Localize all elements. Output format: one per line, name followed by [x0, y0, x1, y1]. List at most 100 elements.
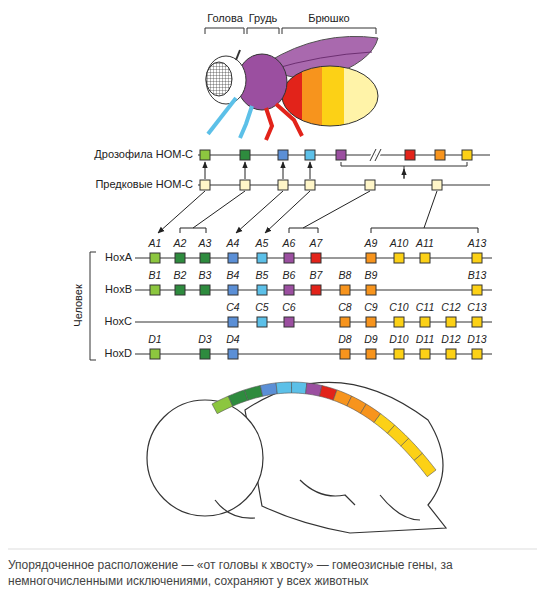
- fly-drawing: [206, 36, 384, 140]
- band-segment: [306, 383, 322, 396]
- group-bracket: [90, 252, 96, 360]
- separator: [8, 549, 537, 550]
- gene-square: [340, 285, 350, 295]
- gene-name: C4: [218, 301, 248, 314]
- gene-square: [278, 150, 288, 160]
- gene-name: C13: [462, 301, 492, 314]
- row-label: HoxA: [98, 251, 132, 264]
- gene-name: A3: [190, 237, 220, 250]
- gene-square: [200, 253, 210, 263]
- gene-square: [366, 349, 376, 359]
- gene-name: B13: [462, 269, 492, 282]
- gene-square: [435, 150, 445, 160]
- gene-square: [150, 285, 160, 295]
- cluster-line: [135, 354, 492, 355]
- gene-name: D10: [384, 333, 414, 346]
- gene-square: [340, 317, 350, 327]
- gene-square: [200, 349, 210, 359]
- band-segment: [414, 453, 436, 476]
- gene-name: D11: [410, 333, 440, 346]
- band-segment: [260, 383, 277, 396]
- band-segment: [244, 386, 262, 401]
- region-bracket: [205, 28, 376, 34]
- gene-square: [420, 253, 430, 263]
- gene-square: [432, 180, 442, 190]
- gene-square: [366, 253, 376, 263]
- gene-square: [278, 180, 288, 190]
- gene-name: C5: [247, 301, 277, 314]
- gene-square: [311, 253, 321, 263]
- gene-square: [228, 253, 238, 263]
- gene-square: [365, 180, 375, 190]
- gene-square: [446, 349, 456, 359]
- gene-name: A13: [462, 237, 492, 250]
- gene-name: B2: [165, 269, 195, 282]
- hox-expression-band: [212, 382, 436, 477]
- gene-name: B1: [140, 269, 170, 282]
- gene-square: [240, 180, 250, 190]
- gene-name: D3: [190, 333, 220, 346]
- gene-square: [257, 285, 267, 295]
- gene-square: [305, 150, 315, 160]
- gene-square: [284, 317, 294, 327]
- gene-name: D13: [462, 333, 492, 346]
- gene-square: [394, 349, 404, 359]
- gene-name: A9: [356, 237, 386, 250]
- group-label: Человек: [72, 271, 85, 341]
- gene-square: [446, 317, 456, 327]
- gene-square: [200, 180, 210, 190]
- region-label: Голова: [195, 12, 255, 25]
- gene-square: [472, 285, 482, 295]
- gene-name: A4: [218, 237, 248, 250]
- gene-square: [336, 150, 346, 160]
- gene-name: D1: [140, 333, 170, 346]
- gene-squares: [200, 150, 472, 160]
- gene-name: C8: [330, 301, 360, 314]
- band-segment: [276, 382, 292, 394]
- gene-name: B3: [190, 269, 220, 282]
- gene-square: [420, 349, 430, 359]
- gene-square: [150, 349, 160, 359]
- gene-name: B5: [247, 269, 277, 282]
- gene-square: [240, 150, 250, 160]
- gene-name: C11: [410, 301, 440, 314]
- gene-square: [472, 317, 482, 327]
- row-label: Предковые HOM-C: [60, 178, 193, 191]
- gene-square: [175, 285, 185, 295]
- row-label: HoxD: [98, 347, 132, 360]
- hox-clusters: [135, 253, 492, 359]
- row-label: HoxB: [98, 283, 132, 296]
- gene-square: [405, 150, 415, 160]
- gene-name: D4: [218, 333, 248, 346]
- gene-square: [284, 253, 294, 263]
- gene-square: [150, 253, 160, 263]
- gene-name: A5: [247, 237, 277, 250]
- region-label: Грудь: [233, 12, 293, 25]
- gene-name: B4: [218, 269, 248, 282]
- gene-square: [472, 253, 482, 263]
- gene-name: D12: [436, 333, 466, 346]
- gene-name: C6: [274, 301, 304, 314]
- gene-square: [284, 285, 294, 295]
- gene-name: A6: [274, 237, 304, 250]
- ancestral-squares: [200, 180, 442, 190]
- gene-name: C9: [356, 301, 386, 314]
- embryo-drawing: [147, 382, 446, 533]
- gene-name: B9: [356, 269, 386, 282]
- gene-square: [228, 349, 238, 359]
- cluster-line: [135, 322, 492, 323]
- row-label: HoxC: [98, 315, 132, 328]
- row-label: Дрозофила HOM-C: [60, 148, 193, 161]
- gene-name: A1: [140, 237, 170, 250]
- gene-square: [200, 285, 210, 295]
- gene-square: [366, 285, 376, 295]
- gene-name: D9: [356, 333, 386, 346]
- gene-name: A11: [410, 237, 440, 250]
- gene-square: [257, 253, 267, 263]
- gene-name: B6: [274, 269, 304, 282]
- gene-square: [228, 285, 238, 295]
- gene-name: B8: [330, 269, 360, 282]
- gene-square: [175, 253, 185, 263]
- gene-name: C10: [384, 301, 414, 314]
- gene-square: [420, 317, 430, 327]
